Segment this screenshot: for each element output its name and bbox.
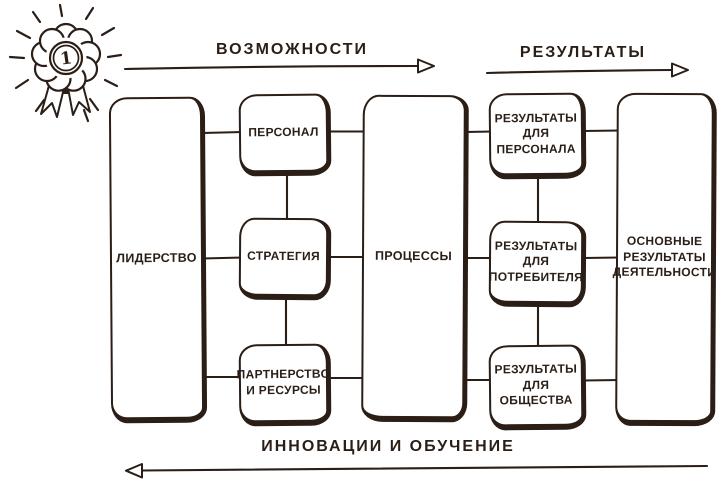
box-results-society: РЕЗУЛЬТАТЫ ДЛЯ ОБЩЕСТВА [488,344,587,431]
box-results-society-label: РЕЗУЛЬТАТЫ ДЛЯ ОБЩЕСТВА [494,361,578,408]
box-key-results-label: ОСНОВНЫЕ РЕЗУЛЬТАТЫ ДЕЯТЕЛЬНОСТИ [612,233,717,280]
box-leadership-label: ЛИДЕРСТВО [116,250,197,266]
connector-line [200,256,245,260]
box-processes-label: ПРОЦЕССЫ [374,249,453,264]
box-personnel-label: ПЕРСОНАЛ [248,124,319,140]
award-medallion: 1 [48,40,84,76]
innovation-learning-arrow [125,463,709,479]
results-arrow-label: РЕЗУЛЬТАТЫ [519,44,647,61]
box-leadership: ЛИДЕРСТВО [108,96,208,424]
box-results-consumer-label: РЕЗУЛЬТАТЫ ДЛЯ ПОТРЕБИТЕЛЯ [488,238,584,285]
connector-lines [200,129,622,382]
results-arrowhead-icon [671,62,689,78]
box-strategy-label: СТРАТЕГИЯ [247,248,320,264]
connector-line [581,129,622,133]
box-key-results: ОСНОВНЫЕ РЕЗУЛЬТАТЫ ДЕЯТЕЛЬНОСТИ [612,92,717,427]
innovation-arrowhead-icon [125,463,143,479]
box-partnership-resources-label: ПАРТНЕРСТВО И РЕСУРСЫ [236,367,331,398]
box-results-personnel: РЕЗУЛЬТАТЫ ДЛЯ ПЕРСОНАЛА [488,92,587,180]
box-processes: ПРОЦЕССЫ [361,94,469,423]
enablers-arrowhead-icon [417,58,435,74]
connector-line [200,130,245,135]
results-arrow [485,62,689,78]
box-strategy: СТРАТЕГИЯ [238,217,332,301]
innovation-learning-arrow-label: ИННОВАЦИИ И ОБУЧЕНИЕ [261,438,515,455]
box-results-consumer: РЕЗУЛЬТАТЫ ДЛЯ ПОТРЕБИТЕЛЯ [488,220,587,308]
connector-line [463,130,495,134]
award-sparkle-lines [8,3,123,123]
award-rank-label: 1 [59,48,74,69]
box-results-personnel-label: РЕЗУЛЬТАТЫ ДЛЯ ПЕРСОНАЛА [494,110,578,157]
box-partnership-resources: ПАРТНЕРСТВО И РЕСУРСЫ [236,343,332,427]
connector-line [581,256,622,260]
enablers-arrow [123,58,435,74]
enablers-arrow-label: ВОЗМОЖНОСТИ [215,41,369,58]
connector-line [581,378,622,382]
box-personnel: ПЕРСОНАЛ [238,93,332,177]
first-place-award-icon: 1 [8,3,123,123]
